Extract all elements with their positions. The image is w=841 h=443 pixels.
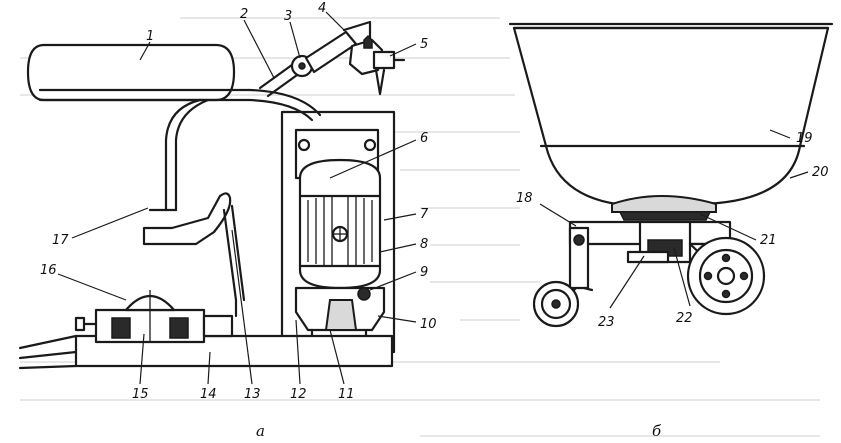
label-17: 17	[52, 233, 69, 248]
panel-a-drawing	[18, 20, 406, 370]
caption-a: а	[256, 422, 265, 440]
label-15: 15	[132, 387, 149, 402]
mixing-bowl	[512, 26, 830, 208]
label-23: 23	[598, 315, 615, 330]
label-13: 13	[244, 387, 261, 402]
label-2: 2	[240, 7, 248, 22]
label-8: 8	[420, 237, 428, 252]
label-21: 21	[760, 233, 777, 248]
caption-b: б	[652, 422, 662, 440]
label-9: 9	[420, 265, 428, 280]
panel-b-leaders	[539, 129, 809, 309]
panel-a-labels: 1 2 3 4 5 6 7 8 9 10 11 12 13 14 15 16 1…	[40, 1, 437, 440]
panel-a-leaders	[57, 11, 417, 385]
base-plate	[74, 334, 394, 368]
label-10: 10	[420, 317, 437, 332]
label-19: 19	[796, 131, 813, 146]
label-14: 14	[200, 387, 217, 402]
label-20: 20	[812, 165, 829, 180]
label-1: 1	[146, 29, 154, 44]
label-11: 11	[338, 387, 355, 402]
label-4: 4	[318, 1, 326, 16]
label-6: 6	[420, 131, 428, 146]
motor-fins	[298, 194, 382, 268]
label-7: 7	[420, 207, 429, 222]
tank-cylinder	[26, 43, 236, 102]
bowl-bottom-hub	[611, 195, 717, 213]
panel-b-drawing	[508, 22, 834, 328]
motor-body	[298, 158, 382, 290]
label-12: 12	[290, 387, 307, 402]
label-16: 16	[40, 263, 57, 278]
label-3: 3	[284, 9, 292, 24]
panel-b-labels: 18 19 20 21 22 23 б	[516, 131, 829, 440]
label-22: 22	[676, 311, 693, 326]
label-18: 18	[516, 191, 533, 206]
label-5: 5	[420, 37, 428, 52]
